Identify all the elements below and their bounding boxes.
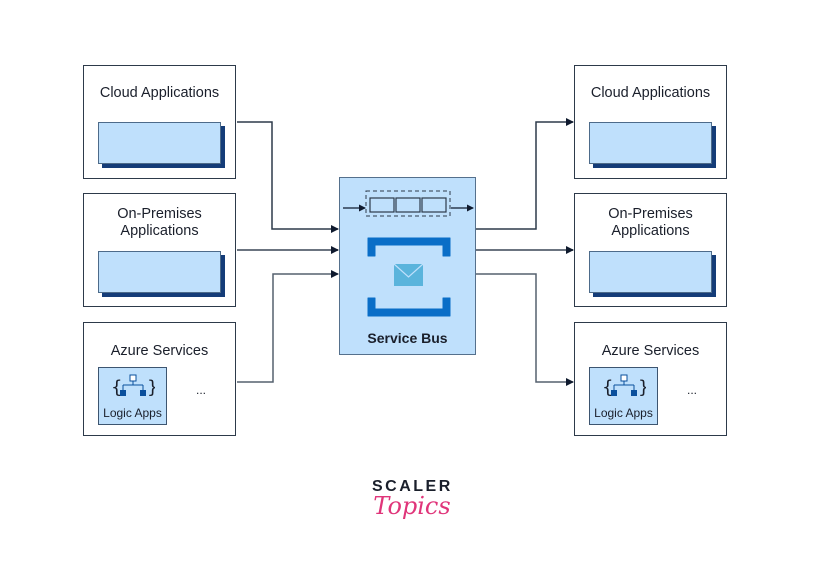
left-azure-services-panel: Azure Services { } Logic Apps ... bbox=[83, 322, 236, 436]
scaler-topics-logo: SCALER Topics bbox=[372, 478, 452, 520]
svg-text:{: { bbox=[111, 377, 122, 398]
logic-apps-tile: { } Logic Apps bbox=[589, 367, 658, 425]
service-bus-hub: Service Bus bbox=[339, 177, 476, 355]
panel-title: On-Premises Applications bbox=[117, 206, 202, 239]
right-on-premises-panel: On-Premises Applications bbox=[574, 193, 727, 307]
logic-apps-icon: { } bbox=[111, 374, 155, 398]
left-cloud-applications-panel: Cloud Applications bbox=[83, 65, 236, 179]
application-block bbox=[98, 251, 221, 293]
queue-slot bbox=[395, 197, 421, 213]
panel-title: Cloud Applications bbox=[99, 85, 220, 101]
logic-apps-tile: { } Logic Apps bbox=[98, 367, 167, 425]
queue-frame bbox=[365, 190, 451, 217]
panel-title: Azure Services bbox=[601, 343, 700, 359]
right-azure-services-panel: Azure Services { } Logic Apps ... bbox=[574, 322, 727, 436]
application-block bbox=[589, 122, 712, 164]
right-cloud-applications-panel: Cloud Applications bbox=[574, 65, 727, 179]
queue-slot bbox=[369, 197, 395, 213]
application-block bbox=[589, 251, 712, 293]
connector-cloud-out bbox=[476, 118, 574, 230]
bracket-top bbox=[367, 237, 451, 257]
panel-title: On-Premises Applications bbox=[608, 206, 693, 239]
connector-azure-out bbox=[476, 273, 574, 386]
logo-wordmark: SCALER bbox=[372, 478, 453, 495]
logo-script: Topics bbox=[373, 492, 451, 520]
logic-apps-icon: { } bbox=[602, 374, 646, 398]
svg-text:}: } bbox=[147, 377, 155, 398]
panel-title: Azure Services bbox=[110, 343, 209, 359]
envelope-icon bbox=[394, 264, 423, 286]
service-bus-icon bbox=[343, 190, 474, 317]
queue-slot bbox=[421, 197, 447, 213]
bracket-bottom bbox=[367, 297, 451, 317]
panel-title: Cloud Applications bbox=[590, 85, 711, 101]
more-services-ellipsis: ... bbox=[196, 383, 207, 397]
service-bus-label: Service Bus bbox=[367, 330, 448, 346]
left-on-premises-panel: On-Premises Applications bbox=[83, 193, 236, 307]
logic-apps-label: Logic Apps bbox=[103, 406, 162, 420]
connector-azure-in bbox=[237, 270, 339, 383]
svg-text:{: { bbox=[602, 377, 613, 398]
connector-cloud-in bbox=[237, 121, 339, 233]
logic-apps-label: Logic Apps bbox=[594, 406, 653, 420]
more-services-ellipsis: ... bbox=[687, 383, 698, 397]
application-block bbox=[98, 122, 221, 164]
svg-text:}: } bbox=[638, 377, 646, 398]
